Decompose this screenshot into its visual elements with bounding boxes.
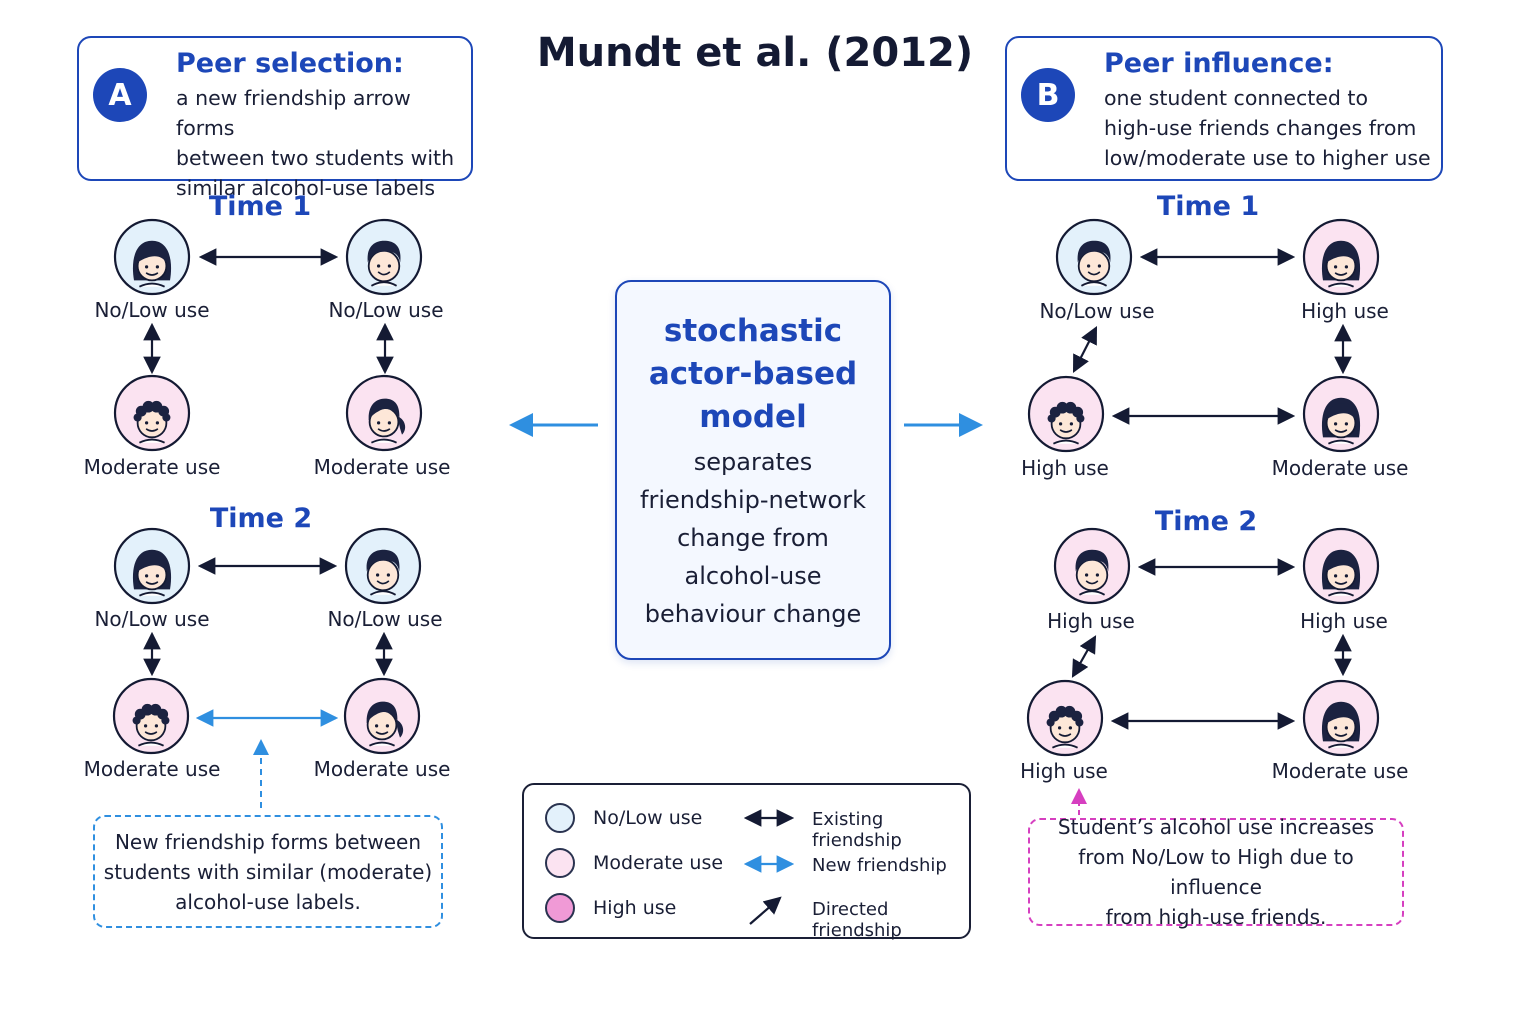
panel-a-t1-node2-label: No/Low use [328, 298, 444, 322]
model-name-line-1: stochastic [663, 313, 843, 349]
panel-b-badge: B [1021, 68, 1075, 122]
model-desc-line-1: separates [693, 448, 813, 476]
panel-b-t2-node4-label: Moderate use [1271, 759, 1409, 783]
panel-b-header: B Peer influence: one student connected … [1005, 36, 1443, 181]
legend-label-nolow: No/Low use [593, 807, 703, 829]
panel-b-t1-node4-label: Moderate use [1271, 456, 1409, 480]
legend-label-new: New friendship [812, 855, 947, 876]
avatar-a-t1-1 [113, 218, 191, 296]
avatar-b-t1-4 [1302, 375, 1380, 453]
panel-b-description: one student connected to high-use friend… [1104, 83, 1439, 173]
panel-a-t2-node3-label: Moderate use [83, 757, 221, 781]
avatar-b-t1-1 [1055, 218, 1133, 296]
panel-b-t2-node1-label: High use [1047, 609, 1135, 633]
avatar-a-t1-3 [113, 374, 191, 452]
arrow-b-t1-diagonal [1072, 326, 1098, 373]
model-desc-line-4: alcohol-use [684, 562, 822, 590]
panel-b-note-line-3: from high-use friends. [1105, 905, 1327, 929]
panel-b-line-3: low/moderate use to higher use [1104, 146, 1431, 170]
model-desc-line-2: friendship-network [640, 486, 866, 514]
panel-a-line-3: similar alcohol-use labels [176, 176, 436, 200]
model-desc-line-5: behaviour change [644, 600, 862, 628]
legend-swatch-moderate [545, 848, 575, 878]
legend-directed-arrow-icon [749, 896, 782, 925]
panel-a-t2-node2-label: No/Low use [327, 607, 443, 631]
panel-a-line-2: between two students with [176, 146, 455, 170]
avatar-b-t2-4 [1302, 679, 1380, 757]
panel-b-time1-label: Time 1 [1156, 191, 1260, 222]
panel-a-description: a new friendship arrow forms between two… [176, 83, 468, 203]
panel-a-t1-node4-label: Moderate use [313, 455, 451, 479]
panel-a-t2-node1-label: No/Low use [94, 607, 210, 631]
panel-b-t1-node2-label: High use [1301, 299, 1389, 323]
avatar-b-t2-1 [1053, 527, 1131, 605]
panel-b-note-line-2: from No/Low to High due to influence [1078, 845, 1354, 899]
panel-b-line-1: one student connected to [1104, 86, 1368, 110]
model-desc-line-3: change from [677, 524, 829, 552]
panel-a-header: A Peer selection: a new friendship arrow… [77, 36, 473, 200]
panel-b-line-2: high-use friends changes from [1104, 116, 1417, 140]
panel-b-t1-node3-label: High use [1021, 456, 1109, 480]
model-name-line-2: actor-based [648, 356, 858, 392]
panel-a-time2-label: Time 2 [209, 503, 313, 534]
avatar-b-t1-2 [1302, 218, 1380, 296]
panel-a-note-line-2: students with similar (moderate) [103, 859, 433, 884]
avatar-b-t2-2 [1302, 527, 1380, 605]
panel-b-t2-node3-label: High use [1020, 759, 1108, 783]
model-description: separates friendship-network change from… [617, 443, 889, 633]
panel-a-heading: Peer selection: [176, 48, 404, 79]
legend-swatch-nolow [545, 803, 575, 833]
panel-a-badge: A [93, 68, 147, 122]
panel-a-t1-node1-label: No/Low use [94, 298, 210, 322]
model-name-line-3: model [699, 399, 807, 435]
panel-a-note-line-1: New friendship forms between [114, 829, 422, 854]
avatar-a-t2-1 [113, 527, 191, 605]
avatar-a-t2-2 [344, 527, 422, 605]
model-summary-box: stochastic actor-based model separates f… [615, 280, 891, 660]
panel-b-note-line-1: Student’s alcohol use increases [1057, 815, 1375, 839]
arrow-b-t2-diagonal [1071, 635, 1097, 678]
panel-a-note: New friendship forms between students wi… [93, 815, 443, 928]
panel-a-line-1: a new friendship arrow forms [176, 86, 411, 140]
legend-label-high: High use [593, 897, 677, 919]
panel-a-note-line-3: alcohol-use labels. [175, 889, 361, 914]
avatar-a-t2-3 [112, 677, 190, 755]
legend-swatch-high [545, 893, 575, 923]
panel-a-t2-node4-label: Moderate use [313, 757, 451, 781]
panel-a-time1-label: Time 1 [208, 191, 312, 222]
panel-b-heading: Peer influence: [1104, 48, 1334, 79]
avatar-a-t1-2 [345, 218, 423, 296]
legend-label-existing: Existing friendship [812, 809, 902, 851]
legend-label-directed: Directed friendship [812, 899, 902, 941]
panel-b-note: Student’s alcohol use increases from No/… [1028, 815, 1404, 929]
legend-label-moderate: Moderate use [593, 852, 724, 874]
panel-b-time2-label: Time 2 [1154, 506, 1258, 537]
panel-a-t1-node3-label: Moderate use [83, 455, 221, 479]
avatar-b-t2-3 [1026, 679, 1104, 757]
diagram-title: Mundt et al. (2012) [536, 30, 974, 76]
avatar-a-t1-4 [345, 374, 423, 452]
avatar-a-t2-4 [343, 677, 421, 755]
panel-b-t2-node2-label: High use [1300, 609, 1388, 633]
panel-b-t1-node1-label: No/Low use [1039, 299, 1155, 323]
avatar-b-t1-3 [1027, 375, 1105, 453]
model-name: stochastic actor-based model [617, 310, 889, 439]
